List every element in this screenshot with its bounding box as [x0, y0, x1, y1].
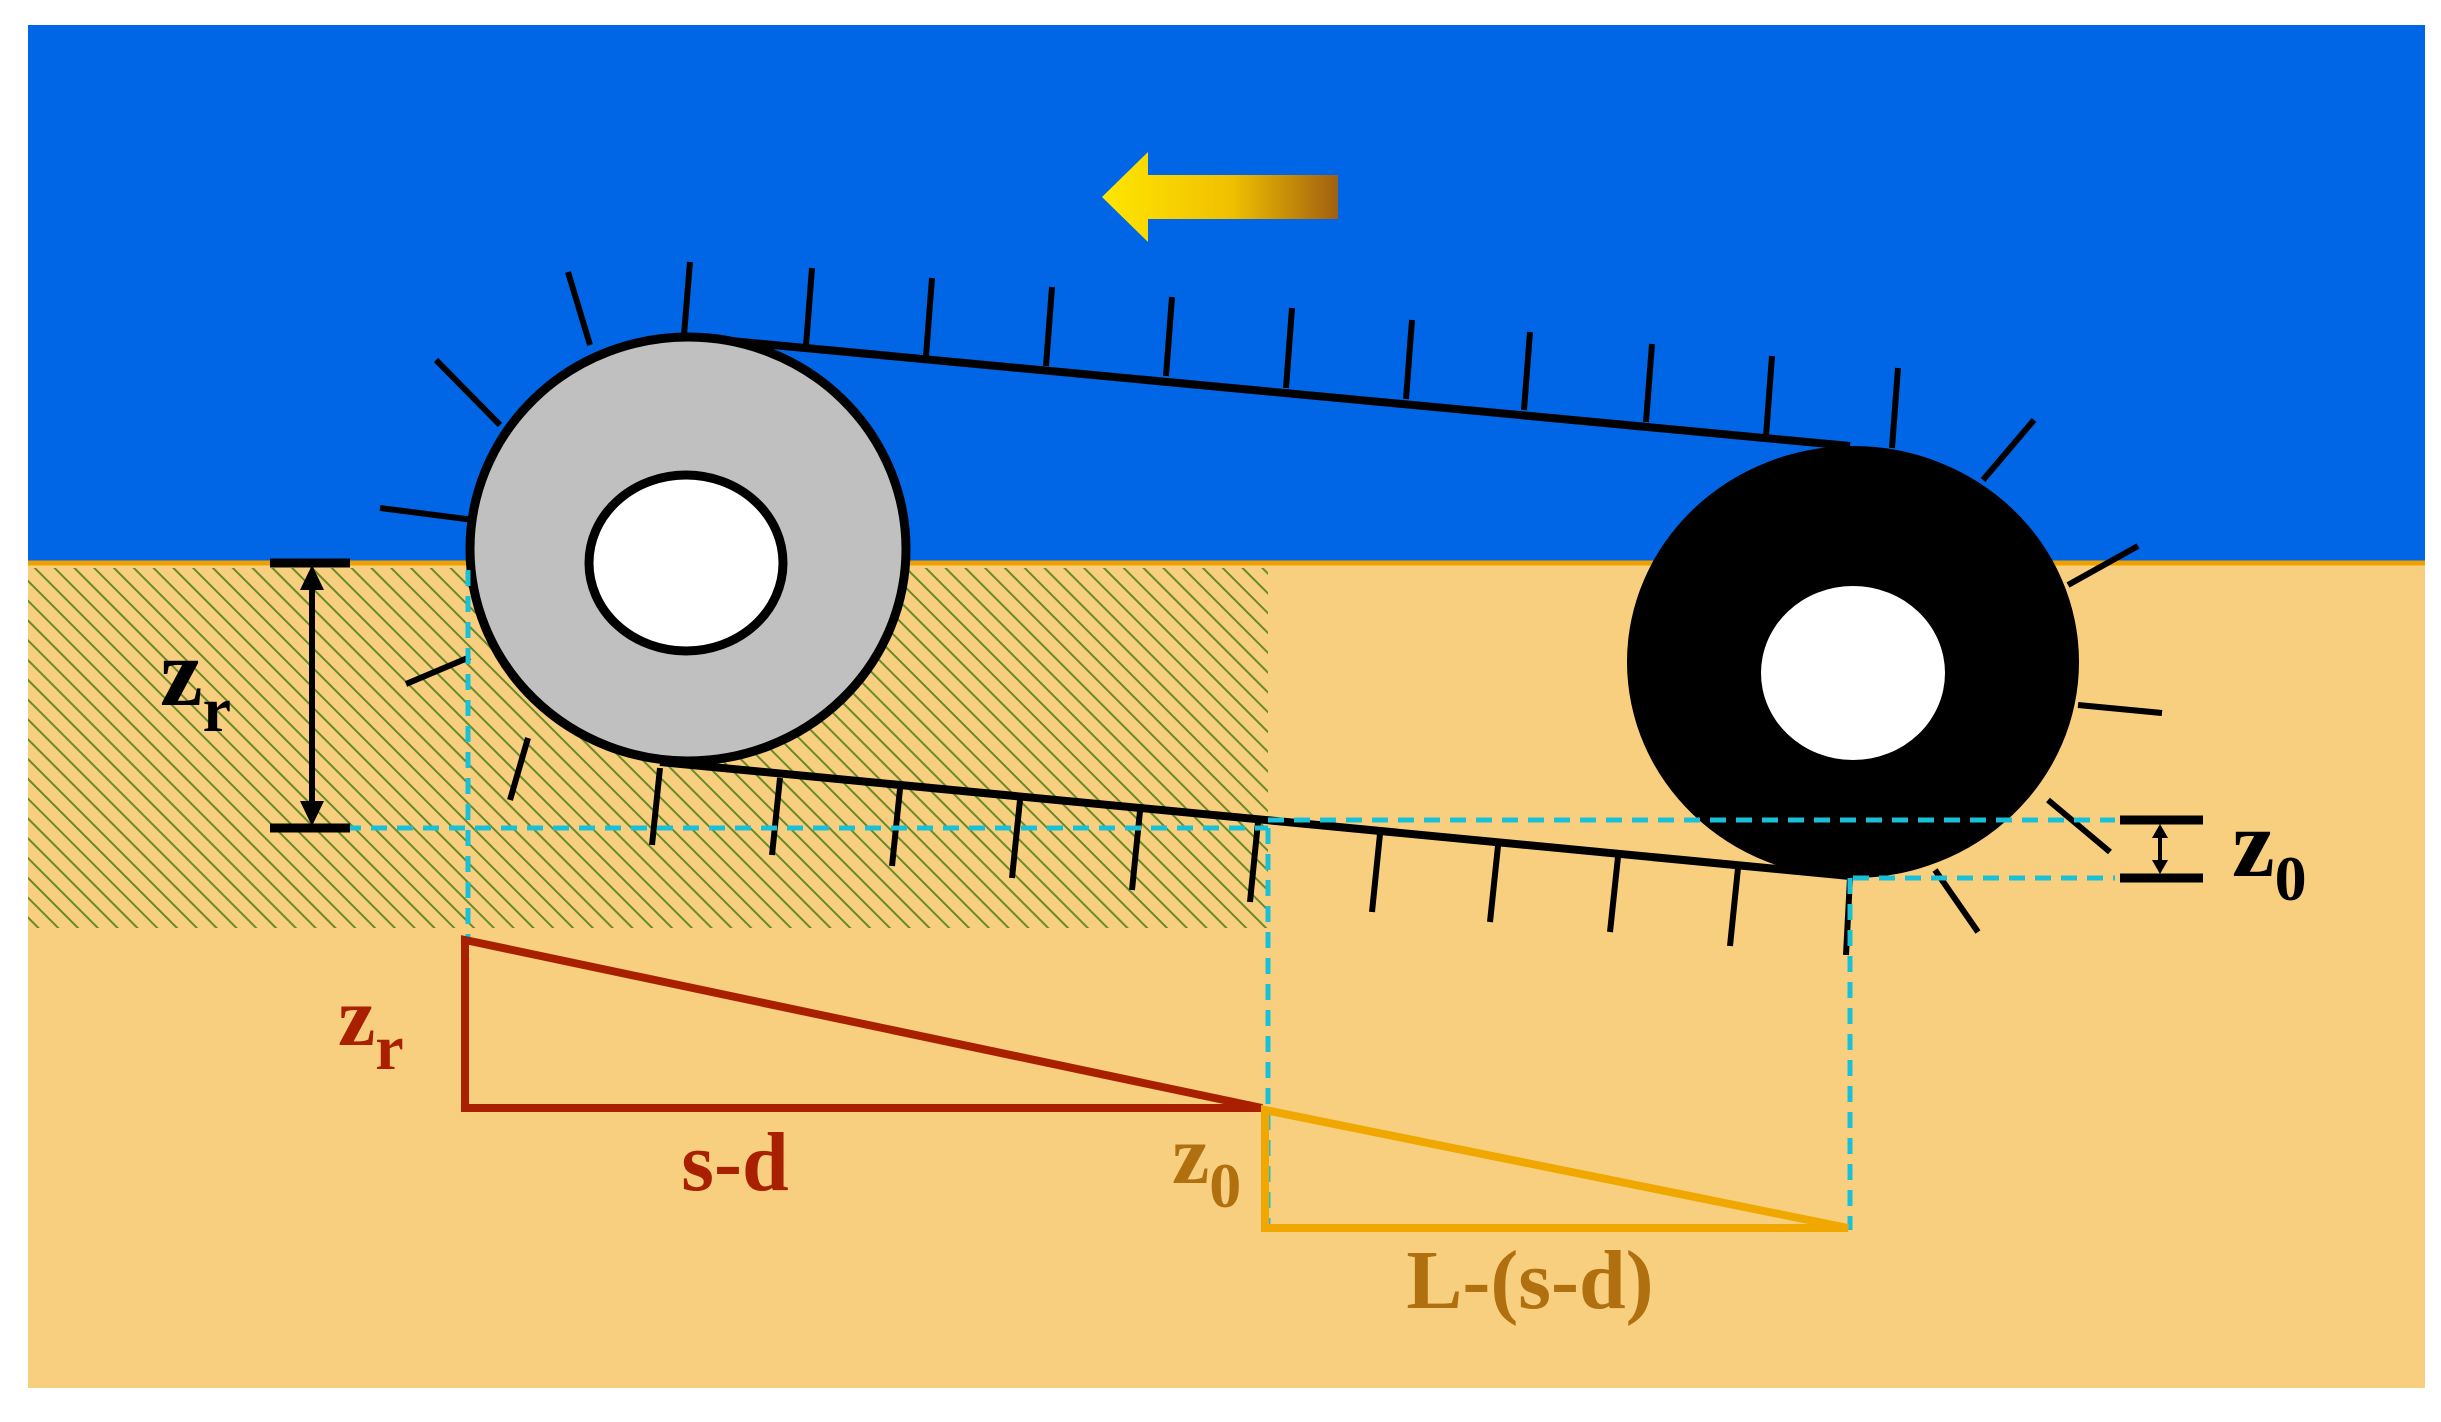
travel-direction-arrow — [1102, 152, 1338, 242]
grouser-spike — [1889, 367, 1901, 449]
sky-region — [28, 25, 2425, 563]
arrow-left-shape — [1102, 152, 1338, 242]
zr-label-sub: r — [203, 674, 231, 745]
rear-wheel — [1627, 446, 2079, 878]
track-upper-run — [687, 333, 1851, 450]
zr-triangle-label-sub: r — [375, 1012, 403, 1083]
grouser-spike — [565, 271, 593, 346]
grouser-spike — [1009, 799, 1023, 879]
grouser-spike — [1727, 867, 1741, 947]
grouser-spike — [769, 777, 783, 856]
grouser-spike — [923, 277, 935, 357]
zr-label-base: z — [160, 619, 203, 726]
grouser-spike — [681, 261, 693, 336]
grouser-spike — [1043, 286, 1055, 367]
z0-dimension — [2120, 815, 2203, 883]
track-lower-run — [659, 758, 1851, 880]
grouser-spike — [433, 357, 503, 428]
track-belt — [659, 333, 1851, 880]
front-wheel-hub — [584, 470, 788, 656]
orange-triangle — [1261, 1105, 1849, 1232]
guide-lines — [345, 570, 2115, 1230]
zr-triangle-label-base: z — [338, 971, 375, 1064]
z0-triangle-label-base: z — [1172, 1109, 1209, 1202]
zr-triangle-label: zr — [338, 971, 404, 1083]
red-triangle — [461, 935, 1263, 1112]
grouser-spike — [803, 267, 815, 347]
z0-label-base: z — [2232, 790, 2275, 897]
s-minus-d-label: s-d — [681, 1116, 788, 1209]
z0-triangle-label: z0 — [1172, 1109, 1241, 1221]
grouser-spike — [1247, 821, 1261, 903]
grouser-spike — [404, 654, 472, 687]
grouser-spike — [1129, 810, 1143, 891]
z0-label: z0 — [2232, 790, 2307, 914]
grouser-spike — [1163, 296, 1175, 377]
track-grousers — [379, 261, 2163, 956]
zr-label: zr — [160, 619, 231, 745]
grouser-spike — [1521, 331, 1533, 411]
grouser-spike — [2066, 543, 2140, 588]
grouser-spike — [379, 505, 475, 523]
rear-wheel-hub — [1761, 586, 1945, 760]
grouser-spike — [1487, 845, 1501, 923]
grouser-spike — [1763, 355, 1775, 437]
zr-dimension — [270, 558, 350, 833]
grouser-spike — [2077, 702, 2163, 716]
grouser-spike — [649, 767, 663, 846]
z0-label-sub: 0 — [2275, 843, 2307, 914]
grouser-spike — [2046, 797, 2112, 855]
grouser-spike — [1607, 856, 1621, 933]
grouser-spike — [1980, 418, 2037, 482]
front-wheel — [465, 332, 911, 766]
L-minus-sd-label: L-(s-d) — [1406, 1234, 1653, 1327]
z0-triangle-label-sub: 0 — [1209, 1150, 1241, 1221]
grouser-spike — [1369, 833, 1383, 913]
grouser-spike — [1403, 319, 1415, 400]
grouser-spike — [1643, 343, 1655, 423]
grouser-spike — [1283, 307, 1295, 389]
grouser-spike — [507, 737, 531, 801]
